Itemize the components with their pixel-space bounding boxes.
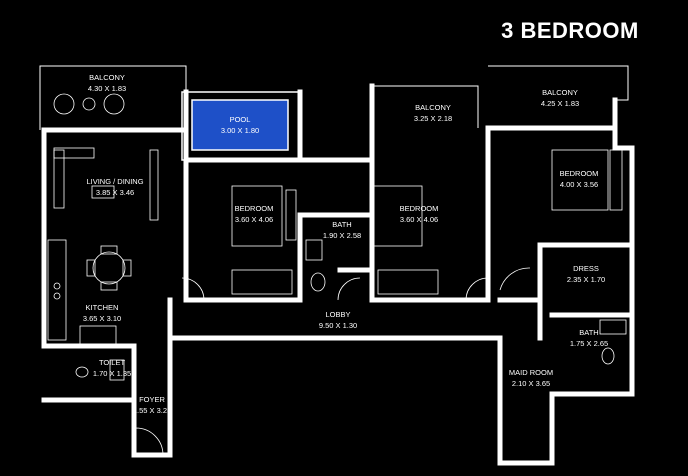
room-size: 3.60 X 4.06 <box>235 215 273 224</box>
balconies <box>39 65 629 130</box>
svg-text:BALCONY: BALCONY <box>89 73 125 82</box>
room-name: BATH <box>579 328 598 337</box>
room-size: 3.85 X 3.46 <box>96 188 134 197</box>
svg-text:1.90 X 2.58: 1.90 X 2.58 <box>323 231 361 240</box>
room-size: 4.30 X 1.83 <box>88 84 126 93</box>
pool <box>181 91 301 161</box>
svg-text:2.10 X 3.65: 2.10 X 3.65 <box>512 379 550 388</box>
room-size: 1.70 X 1.35 <box>93 369 131 378</box>
svg-text:TOILET: TOILET <box>99 358 126 367</box>
svg-text:BATH: BATH <box>579 328 598 337</box>
room-size: 1.55 X 3.25 <box>133 406 171 415</box>
svg-text:DRESS: DRESS <box>573 264 599 273</box>
svg-text:4.30 X 1.83: 4.30 X 1.83 <box>88 84 126 93</box>
room-name: LOBBY <box>325 310 350 319</box>
plan-title: 3 BEDROOM <box>501 18 639 43</box>
svg-text:3.85 X 3.46: 3.85 X 3.46 <box>96 188 134 197</box>
svg-text:BEDROOM: BEDROOM <box>400 204 439 213</box>
svg-text:POOL: POOL <box>230 115 251 124</box>
room-labels: BALCONY 4.30 X 1.83 POOL 3.00 X 1.80 BAL… <box>83 73 608 415</box>
svg-text:4.25 X 1.83: 4.25 X 1.83 <box>541 99 579 108</box>
room-name: FOYER <box>139 395 165 404</box>
svg-text:1.55 X 3.25: 1.55 X 3.25 <box>133 406 171 415</box>
room-size: 2.35 X 1.70 <box>567 275 605 284</box>
svg-text:3.65 X 3.10: 3.65 X 3.10 <box>83 314 121 323</box>
svg-text:2.35 X 1.70: 2.35 X 1.70 <box>567 275 605 284</box>
svg-text:BALCONY: BALCONY <box>415 103 451 112</box>
svg-text:LIVING / DINING: LIVING / DINING <box>86 177 143 186</box>
svg-text:MAID ROOM: MAID ROOM <box>509 368 553 377</box>
room-name: BATH <box>332 220 351 229</box>
room-size: 3.65 X 3.10 <box>83 314 121 323</box>
svg-text:BATH: BATH <box>332 220 351 229</box>
room-name: BEDROOM <box>400 204 439 213</box>
room-size: 3.00 X 1.80 <box>221 126 259 135</box>
svg-text:3.60 X 4.06: 3.60 X 4.06 <box>235 215 273 224</box>
svg-text:1.75 X 2.65: 1.75 X 2.65 <box>570 339 608 348</box>
svg-text:FOYER: FOYER <box>139 395 165 404</box>
svg-text:BALCONY: BALCONY <box>542 88 578 97</box>
svg-text:1.70 X 1.35: 1.70 X 1.35 <box>93 369 131 378</box>
room-name: POOL <box>230 115 251 124</box>
svg-text:3.00 X 1.80: 3.00 X 1.80 <box>221 126 259 135</box>
room-name: TOILET <box>99 358 126 367</box>
room-size: 9.50 X 1.30 <box>319 321 357 330</box>
room-name: DRESS <box>573 264 599 273</box>
room-name: LIVING / DINING <box>86 177 143 186</box>
room-name: KITCHEN <box>86 303 119 312</box>
svg-text:BEDROOM: BEDROOM <box>235 204 274 213</box>
svg-text:3.25 X 2.18: 3.25 X 2.18 <box>414 114 452 123</box>
room-size: 3.25 X 2.18 <box>414 114 452 123</box>
room-size: 1.90 X 2.58 <box>323 231 361 240</box>
svg-text:4.00 X 3.56: 4.00 X 3.56 <box>560 180 598 189</box>
svg-text:9.50 X 1.30: 9.50 X 1.30 <box>319 321 357 330</box>
room-name: BEDROOM <box>560 169 599 178</box>
room-name: BALCONY <box>415 103 451 112</box>
room-size: 2.10 X 3.65 <box>512 379 550 388</box>
room-size: 4.25 X 1.83 <box>541 99 579 108</box>
svg-text:KITCHEN: KITCHEN <box>86 303 119 312</box>
svg-text:BEDROOM: BEDROOM <box>560 169 599 178</box>
svg-text:LOBBY: LOBBY <box>325 310 350 319</box>
room-name: BEDROOM <box>235 204 274 213</box>
furniture <box>47 93 627 456</box>
room-size: 1.75 X 2.65 <box>570 339 608 348</box>
svg-text:3.60 X 4.06: 3.60 X 4.06 <box>400 215 438 224</box>
room-name: BALCONY <box>542 88 578 97</box>
room-size: 4.00 X 3.56 <box>560 180 598 189</box>
room-name: MAID ROOM <box>509 368 553 377</box>
room-size: 3.60 X 4.06 <box>400 215 438 224</box>
room-name: BALCONY <box>89 73 125 82</box>
